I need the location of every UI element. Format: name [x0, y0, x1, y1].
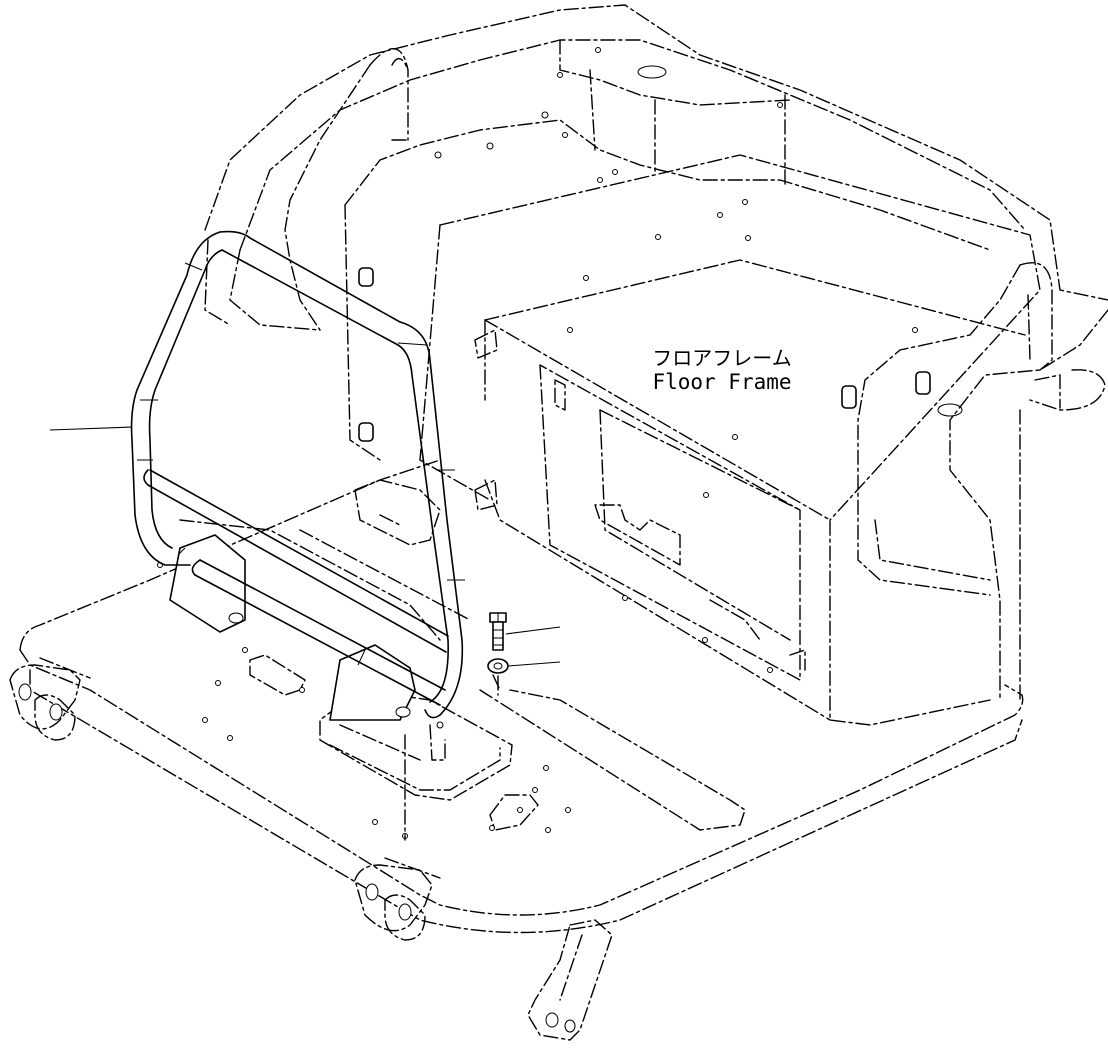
- handrail: [130, 230, 465, 841]
- bolt-leader: [505, 626, 561, 635]
- handrail-leader: [49, 426, 133, 431]
- floor-frame-box: [419, 154, 1041, 726]
- cab-frame: [204, 4, 1108, 461]
- floor-frame-label: フロアフレーム Floor Frame: [642, 346, 802, 394]
- step-bracket: [527, 919, 613, 1041]
- rear-handrail: [204, 48, 409, 331]
- leader-lines: [49, 426, 561, 667]
- washer: [487, 658, 509, 696]
- hinge-left: [9, 657, 91, 741]
- bolt: [489, 612, 507, 651]
- right-handrail: [857, 262, 1108, 701]
- floor-frame-label-ja: フロアフレーム: [652, 346, 792, 370]
- floor-plate: [19, 459, 1024, 934]
- washer-leader: [507, 661, 561, 667]
- hinge-right: [354, 857, 441, 941]
- floor-frame-label-en: Floor Frame: [652, 370, 792, 394]
